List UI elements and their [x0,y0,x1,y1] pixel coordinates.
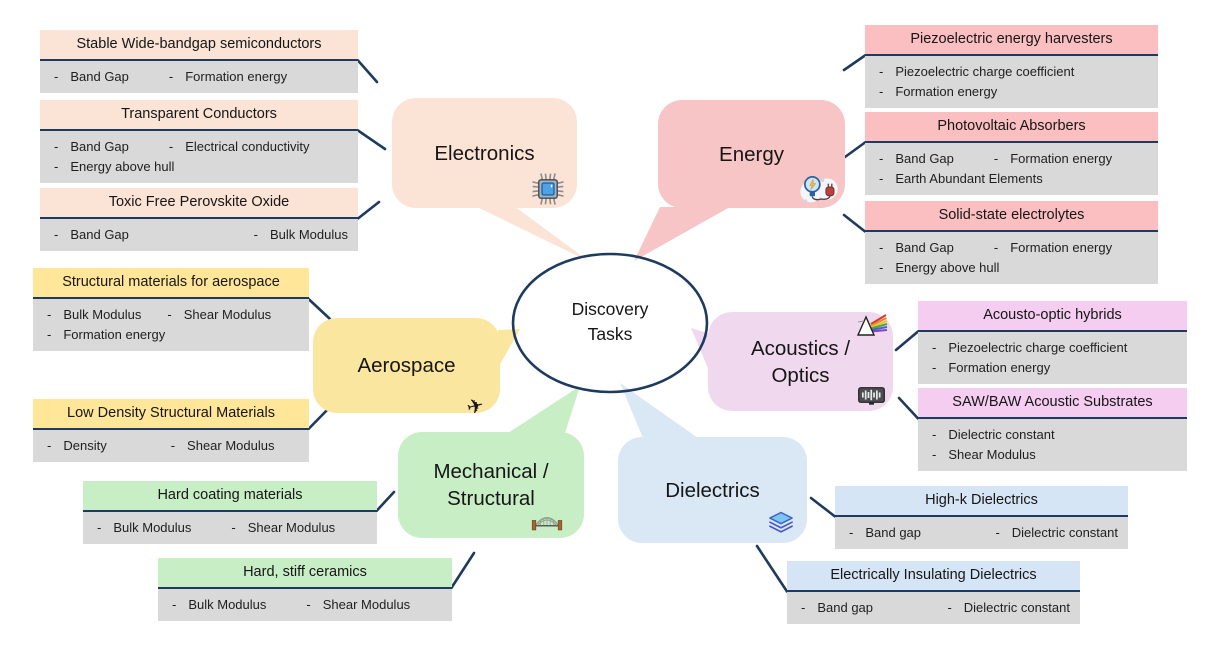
task-box: Stable Wide-bandgap semiconductors Band … [40,30,358,93]
property-item: Density [45,437,106,454]
task-box: Hard, stiff ceramics Bulk Modulus Shear … [158,558,452,621]
task-box: Low Density Structural Materials Density… [33,399,309,462]
task-properties: Band Gap Formation energy Earth Abundant… [865,141,1158,195]
category-bubble-dielectrics: Dielectrics [618,437,807,543]
category-bubble-energy: Energy [658,100,845,208]
task-properties: Density Shear Modulus [33,428,309,462]
task-title: Hard coating materials [83,481,377,510]
task-title: Acousto-optic hybrids [918,301,1187,330]
task-box: Photovoltaic Absorbers Band Gap Formatio… [865,112,1158,195]
prism-icon [856,313,888,339]
property-item: Band gap [847,524,921,541]
property-item: Dielectric constant [945,599,1070,616]
task-title: Structural materials for aerospace [33,268,309,297]
property-item: Band Gap [52,226,129,243]
task-box: SAW/BAW Acoustic Substrates Dielectric c… [918,388,1187,471]
property-item: Piezoelectric charge coefficient [930,339,1175,356]
task-properties: Bulk Modulus Shear Modulus [158,587,452,621]
property-item: Bulk Modulus [252,226,348,243]
task-title: Toxic Free Perovskite Oxide [40,188,358,217]
task-title: Piezoelectric energy harvesters [865,25,1158,54]
category-bubble-acoustics-optics: Acoustics / Optics [708,312,893,411]
task-box: Acousto-optic hybrids Piezoelectric char… [918,301,1187,384]
property-item: Earth Abundant Elements [877,170,1042,187]
category-label: Acoustics / [750,336,851,360]
chip-icon [531,172,565,206]
task-properties: Band Gap Formation energy Energy above h… [865,230,1158,284]
task-box: Hard coating materials Bulk Modulus Shea… [83,481,377,544]
property-item: Band gap [799,599,873,616]
property-item: Shear Modulus [229,519,335,536]
bulb-plug-icon [799,171,839,207]
category-label: Dielectrics [665,478,760,502]
task-properties: Band Gap Electrical conductivity Energy … [40,129,358,183]
property-item: Shear Modulus [930,446,1175,463]
property-item: Band Gap [52,68,129,85]
category-label: Optics [771,363,830,387]
category-bubble-electronics: Electronics [392,98,577,208]
task-title: Transparent Conductors [40,100,358,129]
category-label: Mechanical / [433,460,549,483]
property-item: Electrical conductivity [167,138,309,155]
category-label: Electronics [434,141,535,165]
property-item: Shear Modulus [304,596,410,613]
property-item: Bulk Modulus [95,519,191,536]
property-item: Energy above hull [52,158,174,175]
discovery-tasks-node: Discovery Tasks [540,297,680,347]
airplane-icon: ✈ [464,394,487,420]
task-box: Electrically Insulating Dielectrics Band… [787,561,1080,624]
property-item: Formation energy [930,359,1175,376]
property-item: Formation energy [992,150,1112,167]
category-label: Energy [719,142,784,166]
task-properties: Bulk Modulus Shear Modulus Formation ene… [33,297,309,351]
task-box: Transparent Conductors Band Gap Electric… [40,100,358,183]
property-item: Bulk Modulus [170,596,266,613]
property-item: Formation energy [45,326,165,343]
bridge-icon [530,512,564,531]
center-label-line1: Discovery [571,299,649,319]
task-title: Photovoltaic Absorbers [865,112,1158,141]
category-label: Aerospace [357,354,456,377]
task-box: High-k Dielectrics Band gap Dielectric c… [835,486,1128,549]
property-item: Dielectric constant [930,426,1175,443]
task-title: High-k Dielectrics [835,486,1128,515]
category-bubble-mechanical-structural: Mechanical / Structural [398,432,584,538]
property-item: Formation energy [167,68,287,85]
property-item: Band Gap [877,239,954,256]
property-item: Formation energy [992,239,1112,256]
task-properties: Band gap Dielectric constant [835,515,1128,549]
category-label: Structural [447,487,535,510]
task-properties: Band gap Dielectric constant [787,590,1080,624]
task-box: Piezoelectric energy harvesters Piezoele… [865,25,1158,108]
task-properties: Piezoelectric charge coefficient Formati… [918,330,1187,384]
waveform-icon [858,387,885,406]
task-properties: Dielectric constant Shear Modulus [918,417,1187,471]
property-item: Formation energy [877,83,1146,100]
task-title: Low Density Structural Materials [33,399,309,428]
center-label-line2: Tasks [587,324,633,344]
category-bubble-aerospace: Aerospace ✈ [313,318,500,420]
task-box: Toxic Free Perovskite Oxide Band Gap Bul… [40,188,358,251]
task-properties: Piezoelectric charge coefficient Formati… [865,54,1158,108]
task-title: Solid-state electrolytes [865,201,1158,230]
task-title: Hard, stiff ceramics [158,558,452,587]
property-item: Dielectric constant [993,524,1118,541]
property-item: Bulk Modulus [45,306,141,323]
property-item: Shear Modulus [169,437,274,454]
property-item: Band Gap [877,150,954,167]
task-properties: Band Gap Formation energy [40,59,358,93]
property-item: Piezoelectric charge coefficient [877,63,1146,80]
task-properties: Bulk Modulus Shear Modulus [83,510,377,544]
property-item: Band Gap [52,138,129,155]
task-box: Solid-state electrolytes Band Gap Format… [865,201,1158,284]
property-item: Shear Modulus [165,306,271,323]
task-title: Stable Wide-bandgap semiconductors [40,30,358,59]
task-box: Structural materials for aerospace Bulk … [33,268,309,351]
task-title: SAW/BAW Acoustic Substrates [918,388,1187,417]
task-properties: Band Gap Bulk Modulus [40,217,358,251]
task-title: Electrically Insulating Dielectrics [787,561,1080,590]
property-item: Energy above hull [877,259,999,276]
layers-icon [767,511,795,535]
